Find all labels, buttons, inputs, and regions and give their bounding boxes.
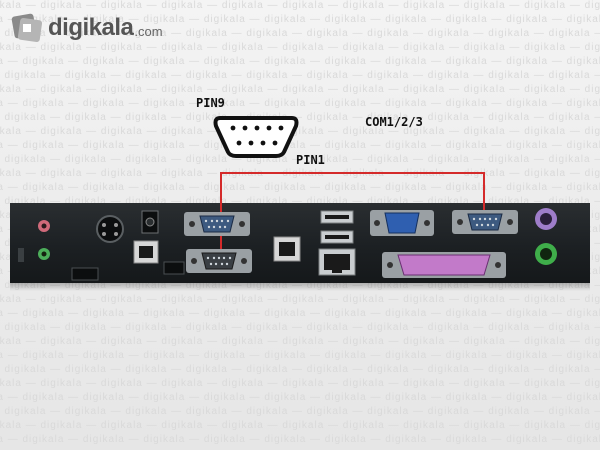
usb-port-icon [320, 230, 354, 244]
serial-port-icon [184, 212, 250, 236]
parallel-port-icon [382, 252, 506, 278]
rj11-port-icon [133, 240, 159, 264]
db9-connector-icon [213, 116, 299, 158]
panel-shadow [10, 283, 590, 291]
serial-port-icon [452, 210, 518, 234]
dc-power-icon [141, 210, 159, 234]
din-power-icon [96, 215, 124, 243]
ps2-port-icon [535, 208, 557, 230]
vent-slot-icon [71, 267, 99, 281]
brand-logo[interactable]: digikala .com [10, 10, 163, 46]
ps2-port-icon [535, 243, 557, 265]
ethernet-port-icon [318, 248, 356, 276]
brand-name: digikala [48, 14, 134, 41]
audio-jack-icon [38, 220, 50, 232]
rj11-port-icon [273, 236, 301, 262]
com-ports-label: COM1/2/3 [365, 115, 423, 129]
pin1-label: PIN1 [296, 153, 325, 167]
pin9-label: PIN9 [196, 96, 225, 110]
serial-port-icon [186, 249, 252, 273]
vent-slot-icon [163, 261, 185, 275]
vga-port-icon [370, 210, 434, 236]
usb-port-icon [320, 210, 354, 224]
panel-screw-icon [18, 248, 24, 262]
digikala-logo-icon [10, 11, 44, 45]
brand-suffix: .com [134, 23, 163, 39]
audio-jack-icon [38, 248, 50, 260]
